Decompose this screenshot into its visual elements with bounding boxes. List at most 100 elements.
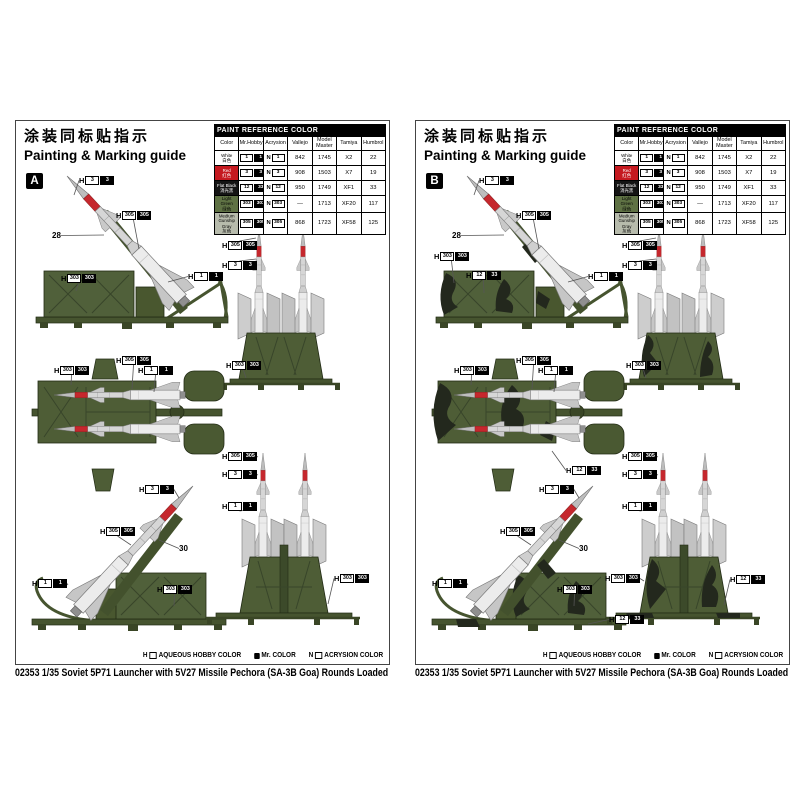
- paint-prefix: H: [454, 366, 460, 375]
- paint-box-dark: 305: [137, 211, 152, 220]
- tamiya-cell: XF1: [336, 180, 362, 196]
- legend-mr-label: Mr. COLOR: [261, 652, 296, 659]
- paint-prefix: N: [666, 155, 671, 161]
- white-box-icon: [549, 652, 557, 659]
- paint-prefix: H: [61, 274, 67, 283]
- legend-acrysion-label: ACRYSION COLOR: [324, 652, 383, 659]
- white-box-icon: [149, 652, 157, 659]
- paint-prefix: H: [566, 466, 572, 475]
- color-name-cn: 消光黑: [220, 188, 234, 193]
- paint-box-dark: 33: [751, 575, 766, 584]
- paint-box-dark: 303: [247, 361, 262, 370]
- paint-box-light: 12: [472, 271, 487, 280]
- paint-box-dark: 303: [626, 574, 641, 583]
- tamiya-cell: X2: [336, 150, 362, 166]
- paint-prefix: H: [479, 176, 485, 185]
- vallejo-cell: 868: [687, 211, 713, 235]
- paint-box-dark: 3: [654, 168, 663, 178]
- paint-prefix: N: [666, 170, 671, 176]
- paint-box-light: 3: [671, 168, 685, 178]
- paint-prefix: H: [622, 241, 628, 250]
- model-master-cell: 1723: [311, 211, 338, 235]
- tamiya-cell: X7: [736, 165, 762, 181]
- illustration-area: [416, 121, 789, 664]
- paint-box-dark: 303: [82, 274, 97, 283]
- paint-prefix: H: [538, 366, 544, 375]
- paint-box-light: 1: [144, 366, 159, 375]
- paint-prefix: H: [188, 272, 194, 281]
- black-square-icon: [253, 652, 260, 659]
- paint-prefix: H: [588, 272, 594, 281]
- paint-box-dark: 33: [630, 615, 645, 624]
- color-name-cn: 红色: [622, 173, 632, 178]
- color-name-cn: 绿色: [622, 206, 632, 212]
- paint-box-light: 1: [228, 502, 243, 511]
- humbrol-cell: 22: [360, 150, 387, 166]
- title-english: Painting & Marking guide: [424, 148, 587, 163]
- humbrol-cell: 125: [360, 211, 387, 235]
- paint-box-dark: 303: [647, 361, 662, 370]
- paint-prefix: N: [266, 170, 271, 176]
- paint-box-dark: 3: [560, 485, 575, 494]
- paint-box-light: 305: [228, 241, 243, 250]
- legend-mr-label: Mr. COLOR: [661, 652, 696, 659]
- view-rear: [206, 452, 360, 625]
- paint-box-dark: 33: [654, 183, 663, 193]
- paint-prefix: H: [500, 527, 506, 536]
- paint-row: Red红色H33N39081503X719: [213, 165, 387, 181]
- paint-prefix: H: [222, 502, 228, 511]
- paint-box-dark: 33: [587, 466, 602, 475]
- paint-prefix: H: [138, 366, 144, 375]
- model-master-cell: 1503: [311, 165, 338, 181]
- legend-mr-color: Mr. COLOR: [653, 652, 696, 659]
- paint-box-light: 1: [671, 153, 685, 163]
- paint-box-light: 1: [628, 502, 643, 511]
- paint-prefix: N: [266, 185, 271, 191]
- view-side-raised-right: [431, 474, 627, 631]
- column-header: Model Master: [711, 136, 738, 151]
- paint-box-dark: 3: [243, 261, 258, 270]
- paint-prefix: H: [466, 271, 472, 280]
- paint-box-light: 303: [611, 574, 626, 583]
- title-chinese: 涂装同标贴指示: [24, 128, 151, 145]
- paint-box-light: 305: [106, 527, 121, 536]
- paint-box-dark: 1: [159, 366, 174, 375]
- mr-hobby-cell: H11: [638, 150, 664, 166]
- paint-box-light: 305: [671, 219, 685, 228]
- tamiya-cell: XF58: [736, 211, 762, 235]
- paint-box-light: 305: [122, 211, 137, 220]
- model-master-cell: 1713: [311, 195, 338, 213]
- tamiya-cell: X7: [336, 165, 362, 181]
- view-top: [31, 358, 225, 492]
- paint-prefix: H: [557, 585, 563, 594]
- kit-caption: 02353 1/35 Soviet 5P71 Launcher with 5V2…: [15, 667, 389, 679]
- paint-box-light: 12: [615, 615, 630, 624]
- column-header: Color: [613, 136, 640, 151]
- color-name-cn: 白色: [222, 158, 232, 163]
- paint-prefix: H: [226, 361, 232, 370]
- paint-box-light: 3: [228, 261, 243, 270]
